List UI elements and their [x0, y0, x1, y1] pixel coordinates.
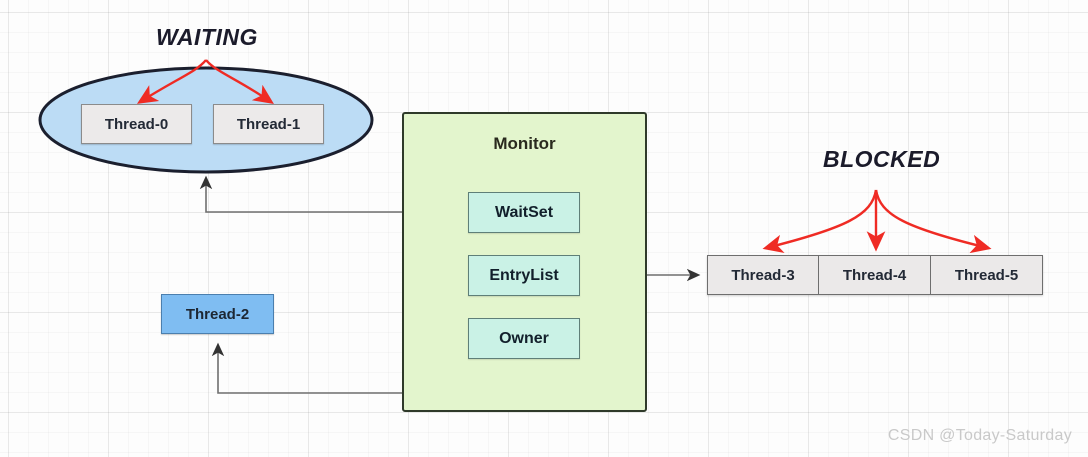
monitor-title: Monitor — [493, 134, 556, 153]
waiting-state-label: WAITING — [156, 24, 258, 50]
monitor-item-label: EntryList — [489, 266, 559, 284]
monitor-item-entrylist[interactable]: EntryList — [468, 255, 580, 296]
monitor-item-owner[interactable]: Owner — [468, 318, 580, 359]
waiting-arrow-right — [205, 59, 274, 105]
thread-box-thread-5[interactable]: Thread-5 — [931, 255, 1043, 295]
thread-box-label: Thread-1 — [236, 115, 301, 133]
thread-box-thread-2[interactable]: Thread-2 — [161, 294, 274, 334]
thread-box-label: Thread-3 — [731, 266, 795, 284]
monitor-item-label: WaitSet — [494, 203, 554, 221]
waiting-arrow-left — [136, 59, 207, 104]
thread-box-label: Thread-0 — [104, 115, 169, 133]
thread-box-thread-3[interactable]: Thread-3 — [707, 255, 819, 295]
monitor-item-waitset[interactable]: WaitSet — [468, 192, 580, 233]
blocked-arrow-right — [874, 189, 992, 254]
thread-box-label: Thread-4 — [842, 266, 907, 284]
watermark-text: CSDN @Today-Saturday — [887, 427, 1072, 444]
thread-box-thread-1[interactable]: Thread-1 — [213, 104, 324, 144]
waitset-to-waiting-connector — [199, 175, 468, 213]
blocked-state-label: BLOCKED — [823, 146, 941, 172]
blocked-arrow-left — [762, 189, 878, 254]
waiting-state-ellipse — [38, 66, 374, 174]
thread-box-label: Thread-2 — [185, 305, 250, 323]
thread-box-thread-0[interactable]: Thread-0 — [81, 104, 192, 144]
thread-box-label: Thread-5 — [954, 266, 1019, 284]
monitor-item-label: Owner — [499, 329, 549, 347]
blocked-thread-row: Thread-3 Thread-4 Thread-5 — [707, 255, 1043, 295]
thread-box-thread-4[interactable]: Thread-4 — [819, 255, 931, 295]
